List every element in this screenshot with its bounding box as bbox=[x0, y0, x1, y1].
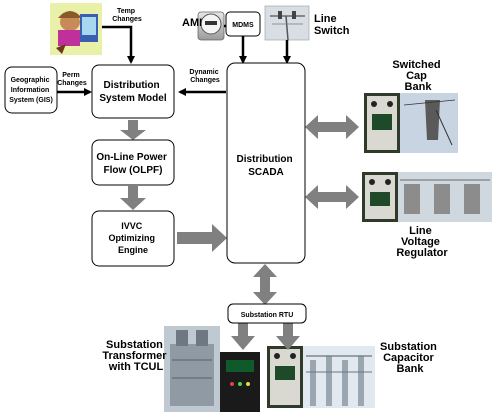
svg-text:Distribution System Mode: Distribution System Model bbox=[99, 80, 166, 104]
distribution-system-model-box: Distribution System Model bbox=[91, 64, 175, 119]
olpf-line-2: Flow (OLPF) bbox=[104, 165, 163, 176]
engineer-cartoon-image bbox=[50, 3, 102, 55]
line-switch-image bbox=[264, 5, 310, 41]
ivvc-line-2: Optimizing bbox=[108, 233, 155, 243]
gis-line-3: System (GIS) bbox=[9, 97, 53, 104]
svg-text:Geographic Information: Geographic Information System (GIS) bbox=[9, 77, 53, 104]
line-voltage-regulator-image bbox=[362, 172, 492, 222]
ivvc-line-3: Engine bbox=[118, 245, 148, 255]
svg-text:On-Line Power Flow (OLPF: On-Line Power Flow (OLPF) bbox=[96, 152, 169, 176]
ivvc-line-1: IVVC bbox=[121, 221, 143, 231]
scada-box: Distribution SCADA bbox=[226, 62, 306, 264]
svg-text:IVVC Optimizing En: IVVC Optimizing Engine bbox=[108, 221, 157, 255]
ami-label: AMI bbox=[182, 17, 202, 29]
substation-capacitor-bank-image bbox=[267, 346, 375, 408]
substation-rtu-box: Substation RTU bbox=[227, 303, 307, 324]
substation-transformer-label: Substation Transformer with TCUL bbox=[102, 339, 169, 373]
substation-transformer-image bbox=[164, 326, 260, 412]
switched-cap-bank-image bbox=[364, 93, 458, 153]
perm-changes-label: Perm Changes bbox=[57, 72, 87, 87]
gis-line-2: Information bbox=[11, 87, 50, 94]
scada-line-2: SCADA bbox=[248, 167, 284, 178]
ami-meter-image bbox=[197, 11, 225, 41]
temp-changes-label: Temp Changes bbox=[112, 8, 142, 23]
dsm-line-1: Distribution bbox=[104, 80, 160, 91]
rtu-label: Substation RTU bbox=[241, 312, 294, 319]
dsm-line-2: System Model bbox=[99, 93, 166, 104]
svg-text:Distribution SCADA: Distribution SCADA bbox=[237, 154, 296, 178]
thick-arrows bbox=[120, 115, 359, 350]
olpf-box: On-Line Power Flow (OLPF) bbox=[91, 139, 175, 186]
gis-line-1: Geographic bbox=[11, 77, 50, 84]
ivvc-engine-box: IVVC Optimizing Engine bbox=[91, 210, 175, 267]
olpf-line-1: On-Line Power bbox=[96, 152, 167, 163]
substation-capacitor-bank-label: Substation Capacitor Bank bbox=[380, 341, 440, 375]
mdms-label: MDMS bbox=[232, 22, 254, 29]
gis-box: Geographic Information System (GIS) bbox=[4, 66, 58, 114]
line-voltage-regulator-label: Line Voltage Regulator bbox=[396, 225, 448, 259]
mdms-box: MDMS bbox=[225, 11, 261, 37]
dynamic-changes-label: Dynamic Changes bbox=[189, 69, 220, 84]
switched-cap-bank-label: Switched Cap Bank bbox=[392, 59, 443, 93]
scada-line-1: Distribution bbox=[237, 154, 293, 165]
line-switch-label: Line Switch bbox=[314, 13, 350, 37]
